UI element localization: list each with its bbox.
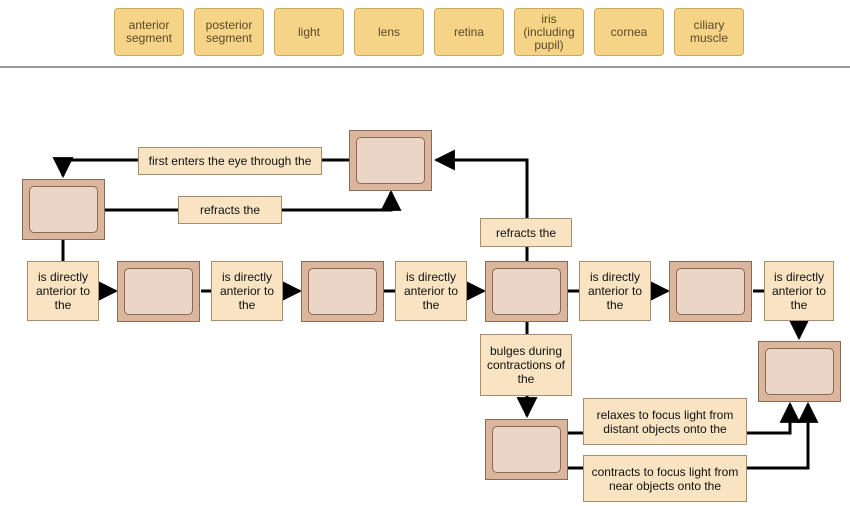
drop-zone-middle[interactable] — [485, 261, 568, 322]
drop-zone-slot[interactable] — [29, 186, 98, 233]
label-anterior: is directly anterior to the — [27, 261, 99, 321]
term-chip[interactable]: light — [274, 8, 344, 56]
label-first-enters: first enters the eye through the — [138, 147, 322, 175]
drop-zone-row-3[interactable] — [301, 261, 384, 322]
term-chip[interactable]: posterior segment — [194, 8, 264, 56]
label-anterior: is directly anterior to the — [211, 261, 283, 321]
label-anterior: is directly anterior to the — [764, 261, 834, 321]
drop-zone-slot[interactable] — [124, 268, 193, 315]
drop-zone-slot[interactable] — [492, 268, 561, 315]
drop-zone-slot[interactable] — [356, 137, 425, 184]
drop-zone-row-2[interactable] — [117, 261, 200, 322]
drop-zone-slot[interactable] — [308, 268, 377, 315]
label-anterior: is directly anterior to the — [395, 261, 467, 321]
term-chip[interactable]: ciliary muscle — [674, 8, 744, 56]
drop-zone-row-5[interactable] — [669, 261, 752, 322]
drop-zone-bottom[interactable] — [485, 419, 568, 480]
term-chip[interactable]: cornea — [594, 8, 664, 56]
bank-divider — [0, 66, 850, 68]
drop-zone-top[interactable] — [349, 130, 432, 191]
label-refracts: refracts the — [178, 196, 282, 224]
label-anterior: is directly anterior to the — [579, 261, 651, 321]
term-chip[interactable]: anterior segment — [114, 8, 184, 56]
label-refracts: refracts the — [480, 218, 572, 247]
drop-zone-slot[interactable] — [676, 268, 745, 315]
term-chip[interactable]: iris (including pupil) — [514, 8, 584, 56]
label-contracts: contracts to focus light from near objec… — [583, 455, 747, 502]
term-chip[interactable]: lens — [354, 8, 424, 56]
drop-zone-slot[interactable] — [765, 348, 834, 395]
label-bulges: bulges during contractions of the — [480, 334, 572, 396]
term-chip[interactable]: retina — [434, 8, 504, 56]
label-relaxes: relaxes to focus light from distant obje… — [583, 398, 747, 445]
drop-zone-slot[interactable] — [492, 426, 561, 473]
drop-zone-bottom-right[interactable] — [758, 341, 841, 402]
drop-zone-left[interactable] — [22, 179, 105, 240]
term-bank: anterior segment posterior segment light… — [0, 0, 850, 67]
